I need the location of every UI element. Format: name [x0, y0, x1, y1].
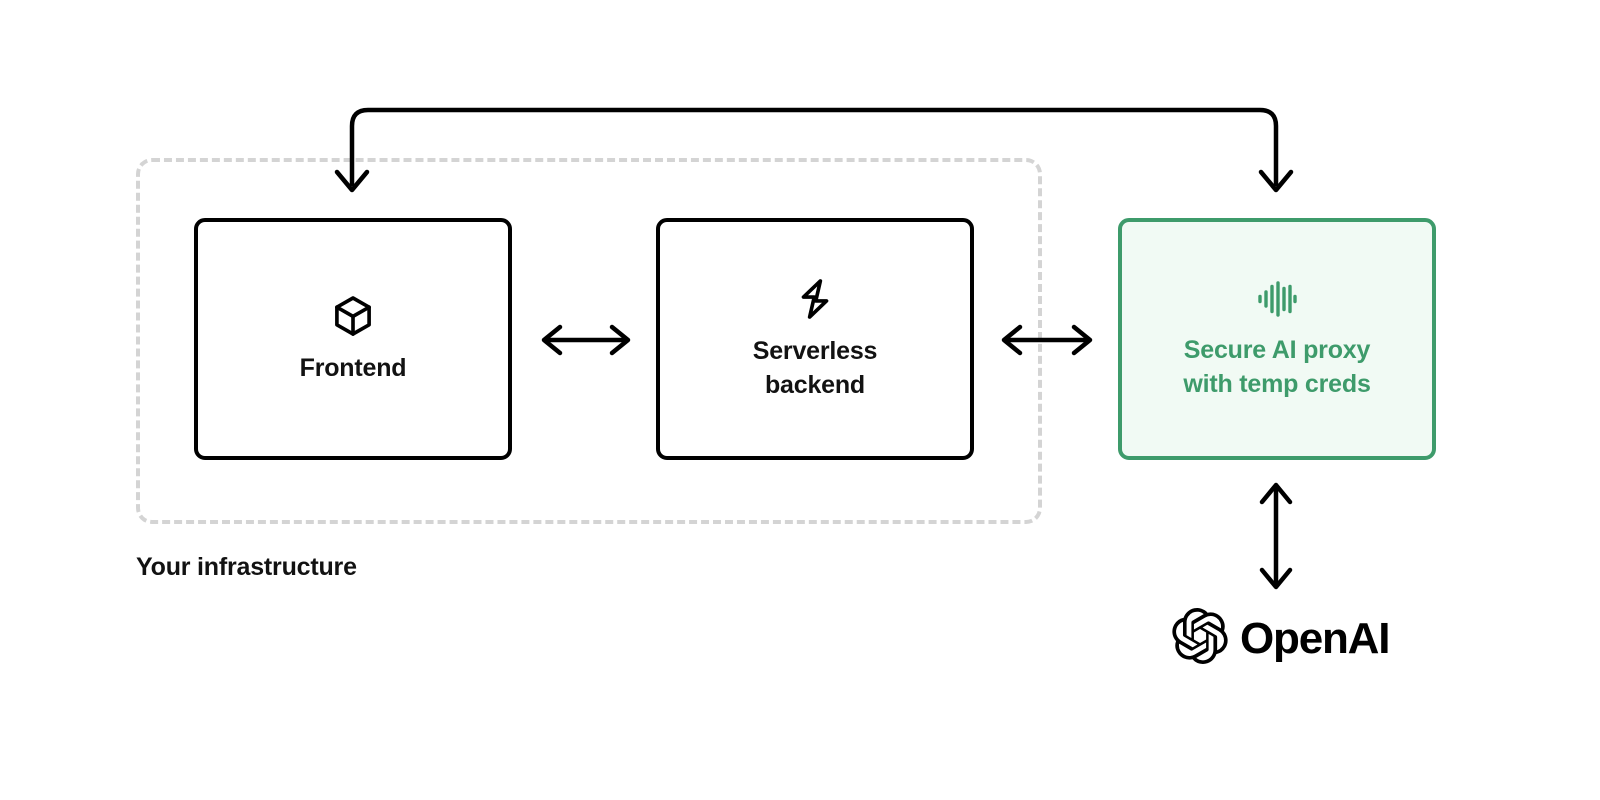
node-frontend-label: Frontend [299, 353, 407, 382]
infrastructure-label: Your infrastructure [136, 553, 357, 581]
node-serverless-backend-label: Serverless backend [752, 337, 878, 399]
node-frontend[interactable]: Frontend [194, 218, 512, 460]
openai-lockup: OpenAI [1172, 608, 1390, 669]
node-secure-ai-proxy-label: Secure AI proxy with temp creds [1183, 336, 1371, 398]
node-secure-ai-proxy[interactable]: Secure AI proxy with temp creds [1118, 218, 1436, 460]
openai-logo-icon [1172, 608, 1228, 669]
node-serverless-backend[interactable]: Serverless backend [656, 218, 974, 460]
connector-proxy-to-openai [1259, 482, 1293, 590]
lightning-bolt-icon [792, 276, 838, 322]
openai-wordmark: OpenAI [1240, 613, 1390, 663]
cube-icon [330, 293, 376, 339]
audio-waveform-icon [1255, 277, 1299, 321]
